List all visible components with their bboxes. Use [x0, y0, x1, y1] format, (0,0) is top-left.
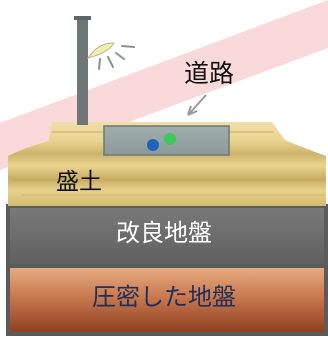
vehicle-dot-green [164, 133, 176, 145]
improved-ground-label: 改良地盤 [116, 219, 212, 247]
road-pointer-arrow [187, 94, 207, 116]
compacted-ground-layer [6, 264, 328, 336]
improved-ground-layer [6, 204, 328, 268]
road-label: 道路 [184, 59, 235, 88]
street-lamp-icon [74, 16, 135, 125]
compacted-ground-label: 圧密した地盤 [92, 283, 236, 311]
vehicle-dot-blue [147, 139, 159, 151]
embankment-label: 盛土 [56, 169, 102, 195]
